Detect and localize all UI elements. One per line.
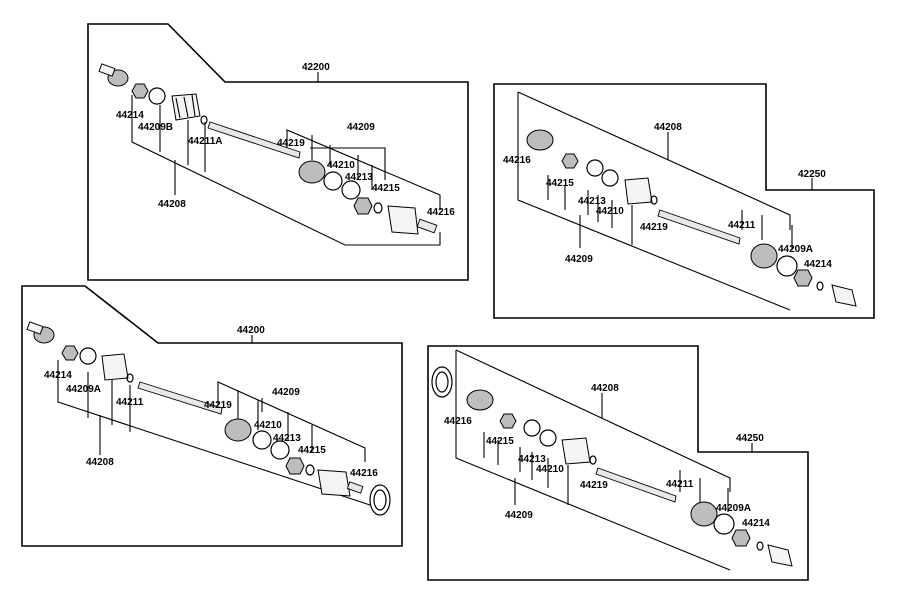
axle-shaft <box>657 209 741 245</box>
part-label: 44210 <box>327 160 355 171</box>
dust-seal <box>431 366 453 398</box>
tripod-housing <box>387 205 438 235</box>
part-label: 44209A <box>66 384 101 395</box>
outer-cv-joint <box>466 389 494 411</box>
assembly-label: 42200 <box>302 62 330 73</box>
outer-cv-joint <box>26 321 55 344</box>
boot <box>624 177 653 205</box>
panel-bottom-right: 44250 44208 44216 44215 44213 44210 4421… <box>427 345 809 581</box>
part-label: 44210 <box>596 206 624 217</box>
panel-frame <box>87 23 469 281</box>
inner-joint-housing <box>224 418 252 442</box>
part-label: 44216 <box>503 155 531 166</box>
part-label: 44211A <box>188 136 222 147</box>
part-label: 44213 <box>518 454 546 465</box>
boot <box>561 437 591 465</box>
part-label: 44209 <box>347 122 375 133</box>
part-label: 44209A <box>778 244 813 255</box>
panel-top-right: 42250 44208 44216 44215 44213 44210 4421… <box>493 83 875 319</box>
inner-joint-housing <box>750 243 778 269</box>
part-label: 44216 <box>444 416 472 427</box>
panel-top-left: 42200 44214 44209B 44211A 44208 44219 44… <box>87 23 469 281</box>
outer-cv-joint <box>98 63 129 87</box>
clamp-nut <box>131 83 149 99</box>
outer-joint <box>831 284 857 307</box>
inner-joint-housing <box>690 501 718 527</box>
assembly-label: 44200 <box>237 325 265 336</box>
outer-joint <box>767 544 793 567</box>
inner-joint-housing <box>298 160 326 184</box>
outer-cv-joint <box>526 129 554 151</box>
panel-frame <box>427 345 809 581</box>
tripod-housing <box>317 469 364 497</box>
boot <box>101 353 129 381</box>
part-label: 44211 <box>666 479 694 490</box>
part-label: 44214 <box>44 370 72 381</box>
part-label: 44214 <box>804 259 832 270</box>
part-label: 44215 <box>372 183 400 194</box>
part-label: 44219 <box>277 138 305 149</box>
part-label: 44215 <box>546 178 574 189</box>
part-label: 44219 <box>640 222 668 233</box>
part-label: 44208 <box>158 199 186 210</box>
part-label: 44208 <box>86 457 114 468</box>
axle-shaft <box>207 121 301 159</box>
part-label: 44213 <box>578 196 606 207</box>
part-label: 44209 <box>565 254 593 265</box>
part-label: 44213 <box>273 433 301 444</box>
axle-shaft <box>137 381 223 415</box>
axle-shaft <box>595 467 677 503</box>
part-label: 44215 <box>298 445 326 456</box>
part-label: 44209B <box>138 122 173 133</box>
dust-seal <box>369 484 391 516</box>
panel-frame <box>493 83 875 319</box>
boot <box>171 93 201 121</box>
panel-frame <box>21 285 403 547</box>
part-label: 44208 <box>654 122 682 133</box>
part-label: 44209A <box>716 503 751 514</box>
part-label: 44211 <box>728 220 756 231</box>
panel-bottom-left: 44200 44214 44209A 44211 44208 44219 442… <box>21 285 403 547</box>
part-label: 44213 <box>345 172 373 183</box>
part-label: 44210 <box>536 464 564 475</box>
assembly-label: 42250 <box>798 169 826 180</box>
part-label: 44216 <box>350 468 378 479</box>
part-label: 44219 <box>204 400 232 411</box>
assembly-label: 44250 <box>736 433 764 444</box>
snap-ring <box>148 87 166 105</box>
part-label: 44214 <box>116 110 144 121</box>
part-label: 44216 <box>427 207 455 218</box>
part-label: 44209 <box>272 387 300 398</box>
part-label: 44215 <box>486 436 514 447</box>
part-label: 44214 <box>742 518 770 529</box>
part-label: 44219 <box>580 480 608 491</box>
part-label: 44208 <box>591 383 619 394</box>
part-label: 44209 <box>505 510 533 521</box>
part-label: 44211 <box>116 397 144 408</box>
part-label: 44210 <box>254 420 282 431</box>
